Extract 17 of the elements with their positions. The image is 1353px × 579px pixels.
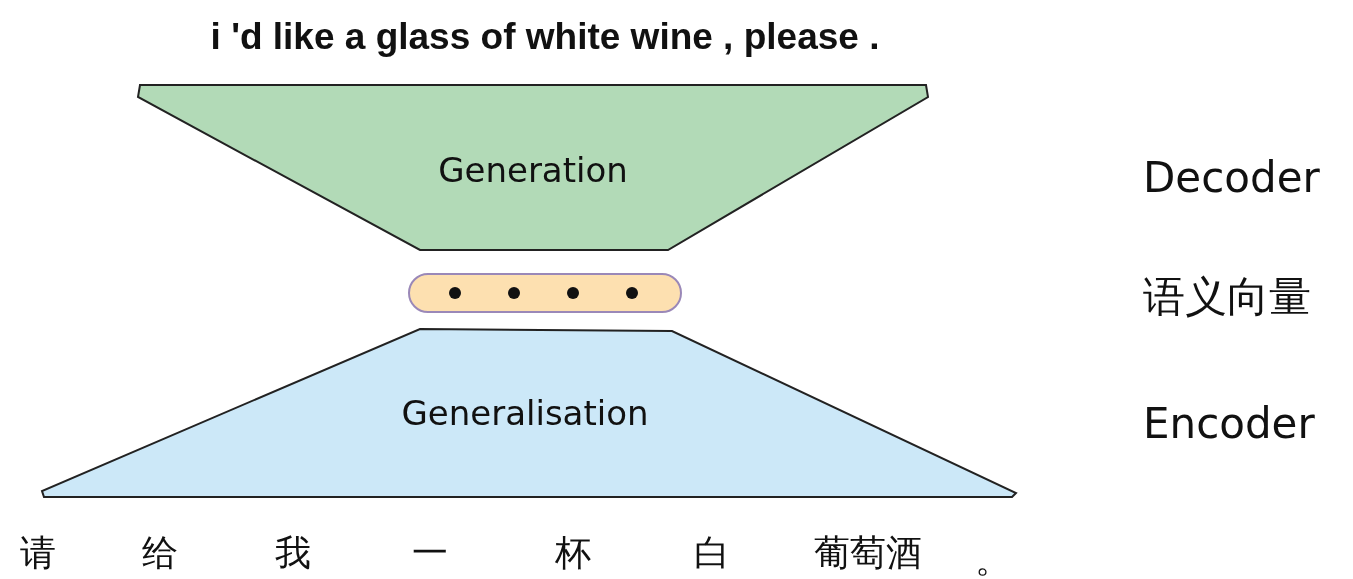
word-text: 给 [142, 530, 178, 575]
semantic-vector-label: 语义向量 [1143, 271, 1311, 323]
decoder-trapezoid [136, 83, 930, 252]
decoder-label: Decoder [1143, 152, 1320, 202]
word-text: 请 [20, 530, 56, 575]
node-label: Generation [438, 150, 628, 190]
word-text: 葡萄酒 [814, 530, 922, 575]
punctuation-text: 。 [975, 537, 1011, 579]
sentence-text: i 'd like a glass of white wine , please . [210, 16, 880, 58]
semantic-vector-bar [408, 273, 682, 313]
word-text: 我 [275, 530, 311, 575]
word-text: 一 [412, 530, 448, 575]
word-text: 杯 [555, 530, 591, 575]
encoder-trapezoid [40, 327, 1018, 499]
word-text: 白 [694, 530, 730, 575]
encoder-label: Encoder [1143, 398, 1315, 448]
node-label: Generalisation [401, 393, 649, 433]
